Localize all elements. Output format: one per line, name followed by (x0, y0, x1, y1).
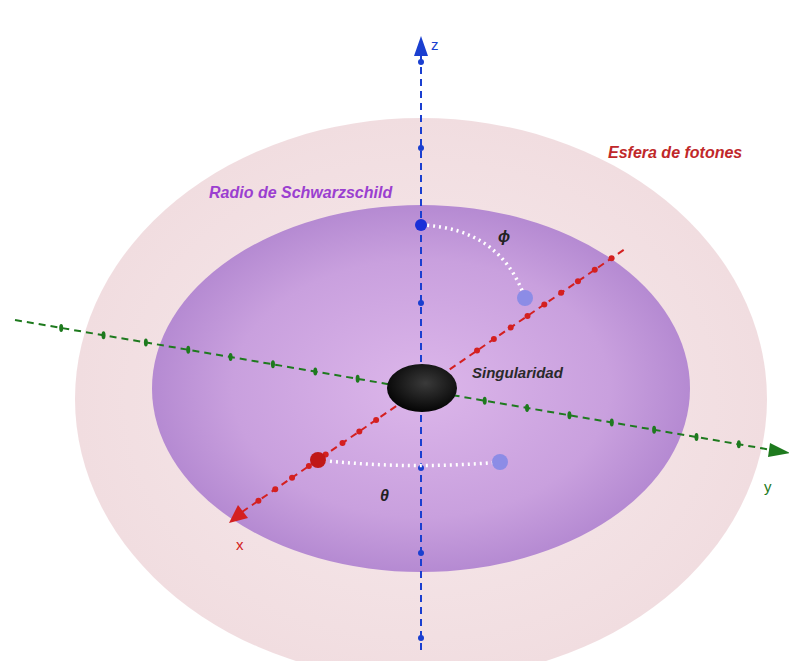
angle-label: θ (380, 487, 389, 505)
axis-label: z (431, 36, 439, 53)
z-arrowhead (414, 36, 428, 56)
theta-point (492, 454, 508, 470)
y-tick (483, 397, 487, 405)
phi-point (517, 290, 533, 306)
y-tick (271, 360, 275, 368)
photon-sphere-label: Esfera de fotones (608, 144, 742, 162)
x-point (310, 452, 326, 468)
singularity: Singularidad (386, 362, 567, 414)
singularity-outline (386, 362, 460, 414)
z-point (415, 219, 427, 231)
y-arrowhead (768, 443, 789, 457)
axis-label: x (236, 536, 244, 553)
angle-label: ϕ (498, 228, 510, 246)
schwarzschild-radius-label: Radio de Schwarzschild (209, 184, 392, 202)
axis-label: y (764, 478, 772, 495)
singularity-label: Singularidad (472, 364, 563, 381)
